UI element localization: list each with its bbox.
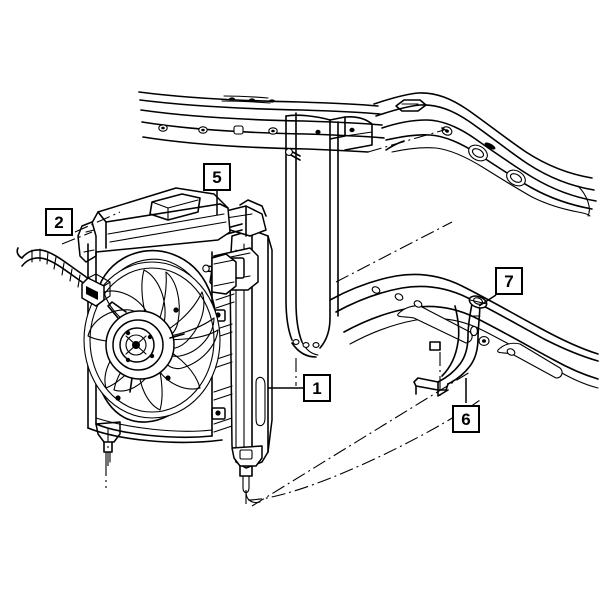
cooling-fan-assembly	[83, 261, 221, 419]
upper-crossmember-group	[138, 91, 385, 153]
callout-label-2: 2	[54, 212, 64, 232]
frame-rail-lower	[329, 273, 599, 389]
wiring-harness-group	[16, 247, 111, 307]
callout-label-7: 7	[504, 271, 514, 291]
frame-rail-upper	[373, 92, 597, 217]
callout-box-6[interactable]: 6	[452, 405, 480, 433]
callout-box-1[interactable]: 1	[303, 374, 331, 402]
callout-label-5: 5	[212, 167, 222, 187]
construction-lines	[245, 371, 471, 507]
callout-box-7[interactable]: 7	[495, 267, 523, 295]
center-support-panel	[285, 112, 373, 358]
callout-label-6: 6	[461, 409, 471, 429]
callout-label-1: 1	[312, 378, 322, 398]
callout-box-2[interactable]: 2	[45, 208, 73, 236]
callout-box-5[interactable]: 5	[203, 163, 231, 191]
